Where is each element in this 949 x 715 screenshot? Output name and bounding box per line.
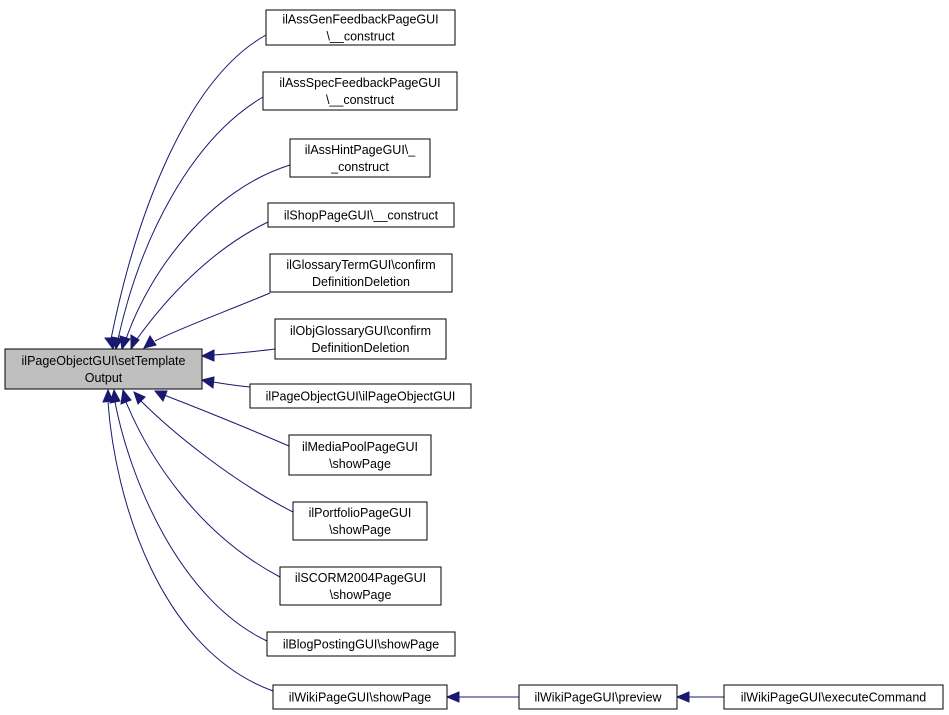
node-wiki-preview[interactable]: ilWikiPageGUI\preview [518,684,678,710]
node-label: ilAssSpecFeedbackPageGUI [279,76,440,90]
arrowhead-icon [153,390,168,402]
node-ass-gen-feedback[interactable]: ilAssGenFeedbackPageGUI \__construct [265,9,456,46]
node-box[interactable] [292,501,428,541]
arrowhead-icon [119,335,131,351]
node-media-pool[interactable]: ilMediaPoolPageGUI \showPage [288,434,432,476]
node-label: \__construct [326,30,395,44]
node-label: \__construct [326,93,395,107]
node-blog-posting[interactable]: ilBlogPostingGUI\showPage [266,631,456,657]
edge-line [125,164,291,340]
node-label: ilWikiPageGUI\preview [534,691,662,705]
edge-line [136,221,269,340]
node-box[interactable] [269,253,453,293]
arrowhead-icon [675,691,690,703]
node-label: \showPage [329,457,391,471]
edge-line [154,292,271,342]
node-ass-spec-feedback[interactable]: ilAssSpecFeedbackPageGUI \__construct [262,71,458,111]
node-box[interactable] [249,383,472,409]
node-box[interactable] [262,71,458,111]
edge-wiki-preview-to-wiki-showpage [445,691,519,703]
edge-wiki-execute-to-wiki-preview [675,691,724,703]
node-label: ilMediaPoolPageGUI [302,440,418,454]
node-label: DefinitionDeletion [312,341,410,355]
edges-layer [102,34,724,703]
node-label: ilAssGenFeedbackPageGUI [282,13,438,27]
node-wiki-showpage[interactable]: ilWikiPageGUI\showPage [272,684,448,710]
node-scorm2004[interactable]: ilSCORM2004PageGUI \showPage [279,566,442,606]
arrowhead-icon [133,391,146,405]
arrowhead-icon [102,388,114,403]
node-label: \showPage [330,588,392,602]
node-label: ilSCORM2004PageGUI [295,571,426,585]
node-label: ilPageObjectGUI\setTemplate [22,354,186,368]
node-shop-page[interactable]: ilShopPageGUI\__construct [267,202,455,228]
node-label: ilBlogPostingGUI\showPage [283,638,439,652]
node-box[interactable] [267,202,455,228]
node-label: ilPageObjectGUI\ilPageObjectGUI [266,390,456,404]
node-label: ilObjGlossaryGUI\confirm [290,324,431,338]
edge-line [212,348,276,356]
arrowhead-icon [120,388,132,405]
arrowhead-icon [111,336,123,351]
node-box[interactable] [289,138,431,178]
edge-ass-spec-feedback-to-root [111,96,264,351]
node-label: \showPage [329,523,391,537]
edge-line [163,394,290,447]
node-label: ilPortfolioPageGUI [309,506,412,520]
edge-line [140,400,294,513]
edge-shop-page-to-root [130,221,269,351]
node-box[interactable] [265,9,456,46]
node-box[interactable] [266,631,456,657]
node-label: ilWikiPageGUI\showPage [289,691,431,705]
node-box[interactable] [274,318,447,360]
node-portfolio[interactable]: ilPortfolioPageGUI \showPage [292,501,428,541]
node-label: ilGlossaryTermGUI\confirm [286,258,435,272]
edge-line [117,96,264,340]
node-label: _construct [330,160,389,174]
edge-scorm2004-to-root [120,388,281,578]
edge-ass-hint-to-root [119,164,291,351]
node-obj-glossary[interactable]: ilObjGlossaryGUI\confirmDefinitionDeleti… [274,318,447,360]
arrowhead-icon [143,335,157,349]
node-ass-hint[interactable]: ilAssHintPageGUI\_ _construct [289,138,431,178]
node-page-object-ctor[interactable]: ilPageObjectGUI\ilPageObjectGUI [249,383,472,409]
arrowhead-icon [200,376,215,389]
node-label: DefinitionDeletion [312,275,410,289]
node-label: ilAssHintPageGUI\_ [305,143,417,157]
node-box[interactable] [518,684,678,710]
node-box[interactable] [4,348,203,390]
node-box[interactable] [279,566,442,606]
node-box[interactable] [288,434,432,476]
node-wiki-execute[interactable]: ilWikiPageGUI\executeCommand [723,684,944,710]
arrowhead-icon [445,691,460,703]
edge-wiki-showpage-to-root [102,388,274,692]
edge-page-object-ctor-to-root [200,376,251,389]
node-label: Output [85,371,123,385]
edge-blog-posting-to-root [109,388,268,642]
edge-obj-glossary-to-root [200,348,276,362]
edge-media-pool-to-root [153,390,290,447]
edge-line [107,401,274,692]
edge-line [110,34,267,340]
node-box[interactable] [272,684,448,710]
node-label: ilShopPageGUI\__construct [284,209,439,223]
edge-line [125,401,281,578]
edge-line [114,401,268,642]
edge-glossary-term-to-root [143,292,271,349]
edge-line [212,381,251,388]
node-label: ilWikiPageGUI\executeCommand [741,691,927,705]
edge-ass-gen-feedback-to-root [104,34,267,351]
node-box[interactable] [723,684,944,710]
arrowhead-icon [130,334,140,351]
arrowhead-icon [200,349,215,362]
edge-portfolio-to-root [133,391,294,513]
node-glossary-term[interactable]: ilGlossaryTermGUI\confirmDefinitionDelet… [269,253,453,293]
